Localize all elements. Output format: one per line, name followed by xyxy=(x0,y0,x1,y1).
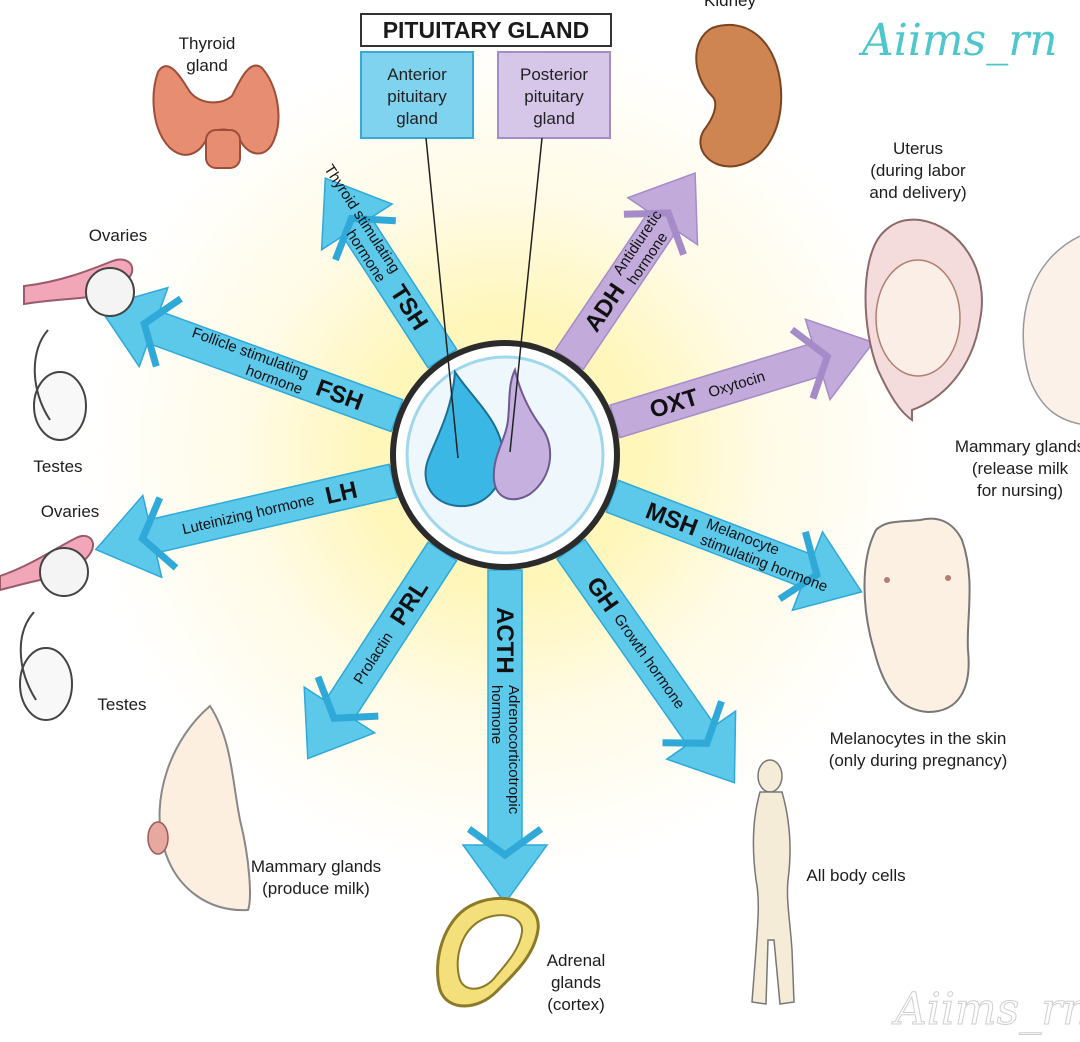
breast-illustration xyxy=(147,704,251,912)
name-line: hormone xyxy=(488,685,505,744)
arrow-gh xyxy=(555,538,737,784)
target-body-cells-label: All body cells xyxy=(806,866,905,885)
header-title: PITUITARY GLAND xyxy=(383,17,590,43)
text-line: gland xyxy=(533,109,575,128)
text-line: Melanocytes in the skin xyxy=(830,729,1007,748)
ovaries-bottom-illustration xyxy=(0,534,94,597)
text-line: (cortex) xyxy=(547,995,605,1014)
text-line: Adrenal xyxy=(547,951,606,970)
target-testes-top-label: Testes xyxy=(33,457,82,476)
text-line: Ovaries xyxy=(41,502,100,521)
arrow-lh xyxy=(94,463,398,579)
text-line: All body cells xyxy=(806,866,905,885)
text-line: gland xyxy=(186,56,228,75)
text-line: (produce milk) xyxy=(262,879,370,898)
text-line: Testes xyxy=(33,457,82,476)
target-thyroid-label: Thyroid gland xyxy=(179,34,236,75)
uterus-illustration xyxy=(864,218,1080,425)
posterior-box xyxy=(497,51,611,139)
header-title-box xyxy=(360,13,612,47)
text-line: pituitary xyxy=(524,87,584,106)
target-ovaries-top-label: Ovaries xyxy=(89,226,148,245)
adrenal-illustration xyxy=(436,897,540,1008)
anterior-box-label: Anterior pituitary gland xyxy=(387,65,447,128)
arrow-lh-chevron xyxy=(138,496,179,571)
arrow-tsh-chevron xyxy=(332,214,396,262)
target-mammary-produce-label: Mammary glands (produce milk) xyxy=(251,857,381,898)
arrow-msh xyxy=(605,479,863,612)
target-testes-bottom-label: Testes xyxy=(97,695,146,714)
arrow-acth xyxy=(461,569,549,905)
pituitary-center xyxy=(390,340,620,570)
kidney-illustration xyxy=(695,23,783,168)
posterior-leader-line xyxy=(509,137,543,453)
text-line: for nursing) xyxy=(977,481,1063,500)
testes-top-illustration xyxy=(33,329,87,441)
thyroid-illustration xyxy=(152,64,280,169)
text-line: (release milk xyxy=(972,459,1069,478)
name-gh: Growth hormone xyxy=(610,611,688,712)
header-panel: PITUITARY GLAND Anterior pituitary gland P… xyxy=(360,13,612,459)
name-line: Adrenocorticotropic xyxy=(505,685,522,815)
arrow-oxt xyxy=(609,318,875,439)
anterior-box xyxy=(360,51,474,139)
text-line: Anterior xyxy=(387,65,447,84)
text-line: Ovaries xyxy=(89,226,148,245)
target-kidney-label: Kidney xyxy=(704,0,756,10)
text-line: pituitary xyxy=(387,87,447,106)
arrow-prl-chevron xyxy=(314,675,379,722)
testes-bottom-illustration xyxy=(19,611,73,721)
pregnant-torso-illustration xyxy=(863,517,971,714)
anterior-leader-line xyxy=(425,137,459,459)
text-line: Mammary glands xyxy=(251,857,381,876)
text-line: gland xyxy=(396,109,438,128)
watermark-bottom: Aiims_rn xyxy=(891,984,1080,1035)
posterior-box-label: Posterior pituitary gland xyxy=(520,65,588,128)
text-line: Uterus xyxy=(893,139,943,158)
target-adrenal-label: Adrenal glands (cortex) xyxy=(547,951,606,1014)
name-acth: Adrenocorticotropichormone xyxy=(488,685,522,815)
arrow-fsh-chevron xyxy=(140,295,183,368)
arrow-oxt-chevron xyxy=(789,326,832,400)
arrow-msh-chevron xyxy=(777,530,821,602)
posterior-lobe-shape xyxy=(492,367,552,501)
target-mammary-release-label: Mammary glands (release milk for nursing) xyxy=(955,437,1080,500)
watermark-top: Aiims_rn xyxy=(858,15,1058,66)
text-line: (only during pregnancy) xyxy=(829,751,1008,770)
text-line: and delivery) xyxy=(869,183,966,202)
arrow-gh-chevron xyxy=(662,700,725,747)
anterior-lobe-shape xyxy=(424,368,505,508)
human-body-illustration xyxy=(751,759,795,1005)
text-line: Posterior xyxy=(520,65,588,84)
text-line: Testes xyxy=(97,695,146,714)
text-line: Thyroid xyxy=(179,34,236,53)
arrow-prl xyxy=(303,541,458,760)
arrow-fsh xyxy=(97,286,404,433)
ovaries-top-illustration xyxy=(23,258,135,317)
arrow-tsh xyxy=(320,177,458,369)
arrow-adh-chevron xyxy=(623,209,687,256)
target-melanocytes-label: Melanocytes in the skin (only during preg… xyxy=(829,729,1008,770)
arrow-adh xyxy=(554,172,699,371)
abbr-acth: ACTH xyxy=(491,607,518,674)
target-ovaries-bottom-label: Ovaries xyxy=(41,502,100,521)
text-line: Mammary glands xyxy=(955,437,1080,456)
text-line: glands xyxy=(551,973,601,992)
target-uterus-label: Uterus (during labor and delivery) xyxy=(869,139,966,202)
arrow-acth-chevron xyxy=(466,826,544,860)
text-line: Kidney xyxy=(704,0,756,10)
label-acth: ACTH Adrenocorticotropichormone xyxy=(488,607,522,815)
text-line: (during labor xyxy=(870,161,966,180)
name-line: Growth hormone xyxy=(610,611,688,712)
hormone-arrows xyxy=(94,172,875,905)
